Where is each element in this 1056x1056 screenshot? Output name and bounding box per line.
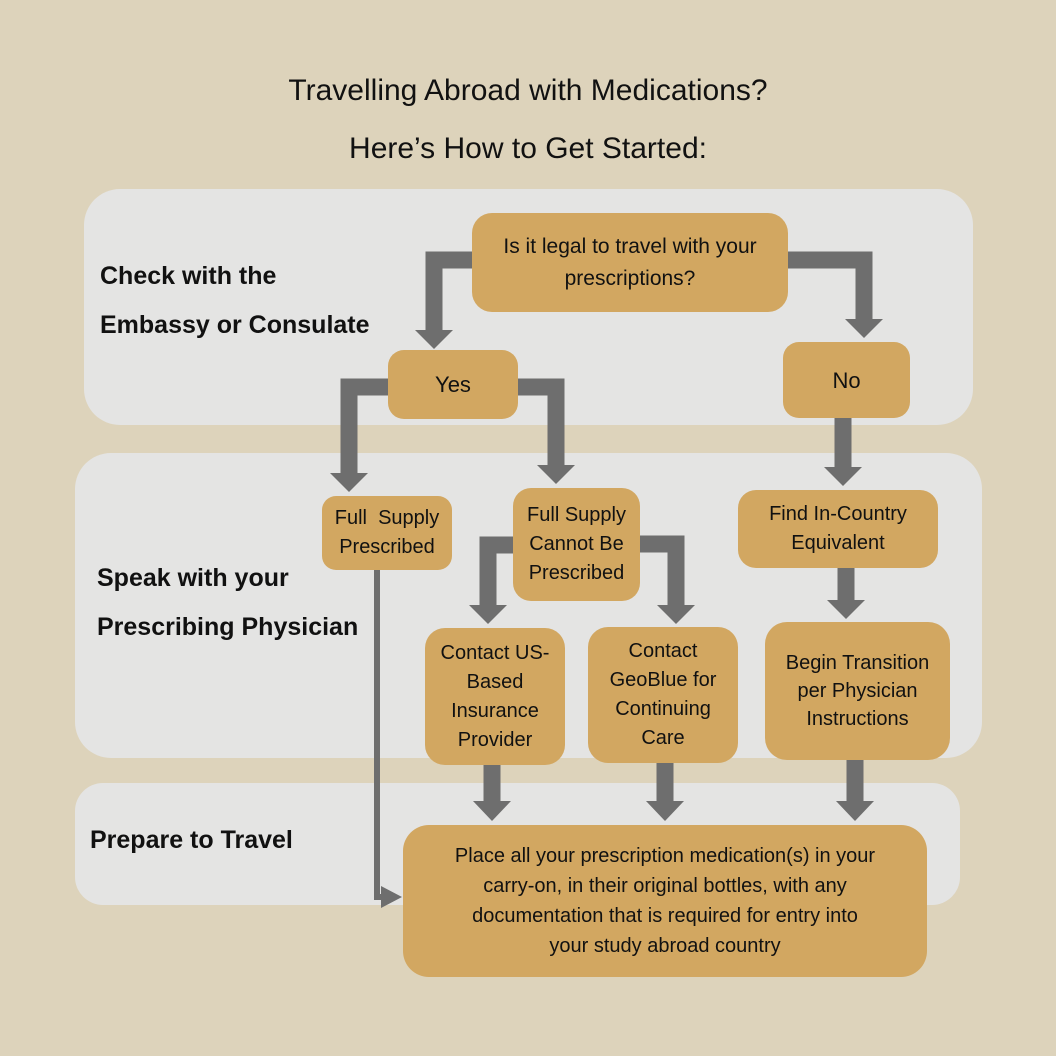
section-physician-label-line2: Prescribing Physician — [97, 613, 359, 641]
arrow-head — [845, 319, 883, 338]
node-yes-label: Yes — [435, 372, 471, 397]
arrow-cannot-to-us-insurance — [469, 536, 513, 624]
section-travel-label: Prepare to Travel — [90, 816, 293, 865]
arrow-head — [537, 465, 575, 484]
node-geo-line4: Care — [641, 727, 685, 749]
node-fsc-line1: Full Supply — [527, 504, 626, 526]
node-prepare-line3: documentation that is required for entry… — [472, 905, 858, 927]
arrow-full-supply-prescribed-to-prepare — [374, 570, 402, 908]
node-full-supply-prescribed: Full Supply Prescribed — [322, 496, 452, 570]
arrow-shaft — [479, 536, 513, 606]
node-full-supply-cannot: Full Supply Cannot Be Prescribed — [513, 488, 640, 601]
arrow-head — [381, 886, 402, 908]
arrow-shaft — [425, 251, 472, 331]
title-line-2: Here’s How to Get Started: — [349, 132, 707, 165]
node-cui-line3: Insurance — [451, 699, 539, 722]
node-begin-transition: Begin Transition per Physician Instructi… — [765, 622, 950, 760]
arrow-shaft — [640, 535, 685, 606]
node-fsc-line2: Cannot Be — [529, 533, 624, 555]
node-fie-line2: Equivalent — [791, 532, 885, 554]
section-travel-label-line1: Prepare to Travel — [90, 826, 293, 854]
node-geo-line3: Continuing — [615, 698, 711, 720]
node-prepare-instructions: Place all your prescription medication(s… — [403, 825, 927, 977]
node-cui-line1: Contact US- — [440, 641, 550, 664]
page-title: Travelling Abroad with Medications? Here… — [0, 62, 1056, 178]
arrow-geoblue-to-prepare — [646, 763, 684, 821]
node-contact-us-insurance: Contact US- Based Insurance Provider — [425, 628, 565, 765]
arrow-question-to-no — [788, 251, 883, 338]
section-embassy-label-line1: Check with the — [100, 262, 277, 290]
arrow-head — [469, 605, 507, 624]
arrow-shaft — [788, 251, 873, 320]
arrow-head — [657, 605, 695, 624]
node-yes: Yes — [388, 350, 518, 419]
node-question: Is it legal to travel with your prescrip… — [472, 213, 788, 312]
arrow-shaft — [517, 378, 565, 466]
node-find-equivalent: Find In-Country Equivalent — [738, 490, 938, 568]
node-question-line1: Is it legal to travel with your — [503, 234, 757, 258]
arrow-cannot-to-geoblue — [640, 535, 695, 624]
node-fsc-line3: Prescribed — [528, 562, 625, 584]
title-line-1: Travelling Abroad with Medications? — [288, 74, 768, 107]
node-contact-geoblue: Contact GeoBlue for Continuing Care — [588, 627, 738, 763]
node-bt-line2: per Physician — [797, 680, 918, 702]
arrow-us-insurance-to-prepare — [473, 765, 511, 821]
arrow-head — [836, 801, 874, 821]
node-cui-line4: Provider — [457, 728, 533, 751]
node-bt-line1: Begin Transition — [785, 652, 930, 674]
arrow-head — [330, 473, 368, 492]
node-no-label: No — [832, 367, 861, 393]
node-prepare-line1: Place all your prescription medication(s… — [454, 845, 876, 867]
node-cui-line2: Based — [466, 670, 524, 693]
node-fsp-line1: Full Supply — [334, 507, 440, 529]
node-geo-line2: GeoBlue for — [609, 669, 717, 691]
arrow-no-to-find-equivalent — [824, 418, 862, 486]
arrow-equivalent-to-transition — [827, 568, 865, 619]
arrow-transition-to-prepare — [836, 760, 874, 821]
arrow-head — [824, 467, 862, 486]
section-physician-label-line1: Speak with your — [97, 564, 289, 592]
node-geo-line1: Contact — [628, 640, 698, 662]
arrow-shaft — [374, 570, 381, 900]
node-prepare-line4: your study abroad country — [549, 935, 781, 957]
node-fie-line1: Find In-Country — [769, 503, 907, 525]
node-prepare-line2: carry-on, in their original bottles, wit… — [483, 875, 847, 897]
arrow-yes-to-full-supply-prescribed — [330, 378, 388, 492]
section-embassy-label-line2: Embassy or Consulate — [100, 311, 370, 339]
arrow-head — [646, 801, 684, 821]
node-no: No — [783, 342, 910, 418]
arrow-shaft — [340, 378, 388, 474]
arrow-question-to-yes — [415, 251, 472, 349]
node-question-line2: prescriptions? — [564, 266, 696, 290]
node-bt-line3: Instructions — [806, 708, 909, 730]
node-fsp-line2: Prescribed — [339, 536, 435, 558]
arrow-yes-to-full-supply-cannot — [517, 378, 575, 484]
arrow-head — [827, 600, 865, 619]
arrow-head — [473, 801, 511, 821]
arrow-head — [415, 330, 453, 349]
